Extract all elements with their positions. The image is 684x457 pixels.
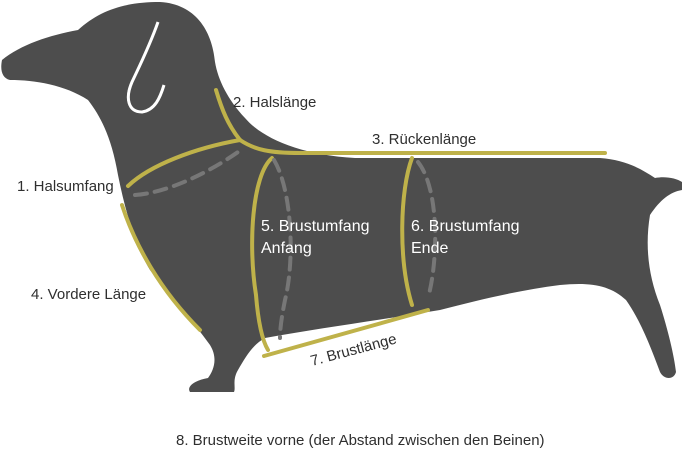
chest-start-front-line <box>250 156 274 352</box>
label-front-length: 4. Vordere Länge <box>31 286 146 303</box>
neck-circumference-hidden-line <box>133 150 240 197</box>
label-chest-end-line1: 6. Brustumfang <box>411 218 520 235</box>
dog-ear <box>126 21 166 114</box>
label-chest-start-line2: Anfang <box>261 240 312 257</box>
label-neck-length: 2. Halslänge <box>233 94 316 111</box>
measurement-lines <box>120 88 607 358</box>
chest-end-hidden-line <box>416 160 438 300</box>
chest-length-line <box>262 308 430 358</box>
chest-start-hidden-line <box>272 158 293 340</box>
neck-circumference-line <box>126 138 242 188</box>
neck-length-line <box>214 88 242 142</box>
label-chest-width: 8. Brustweite vorne (der Abstand zwische… <box>176 432 545 449</box>
label-neck-circumference: 1. Halsumfang <box>17 178 114 195</box>
back-length-line <box>238 138 607 155</box>
label-chest-length: 7. Brustlänge <box>309 331 399 370</box>
label-chest-start-line1: 5. Brustumfang <box>261 218 370 235</box>
front-length-line <box>120 203 202 332</box>
label-chest-end-line2: Ende <box>411 240 448 257</box>
chest-end-front-line <box>400 156 414 307</box>
labels: 1. Halsumfang 2. Halslänge 3. Rückenläng… <box>17 94 545 449</box>
label-back-length: 3. Rückenlänge <box>372 131 476 148</box>
